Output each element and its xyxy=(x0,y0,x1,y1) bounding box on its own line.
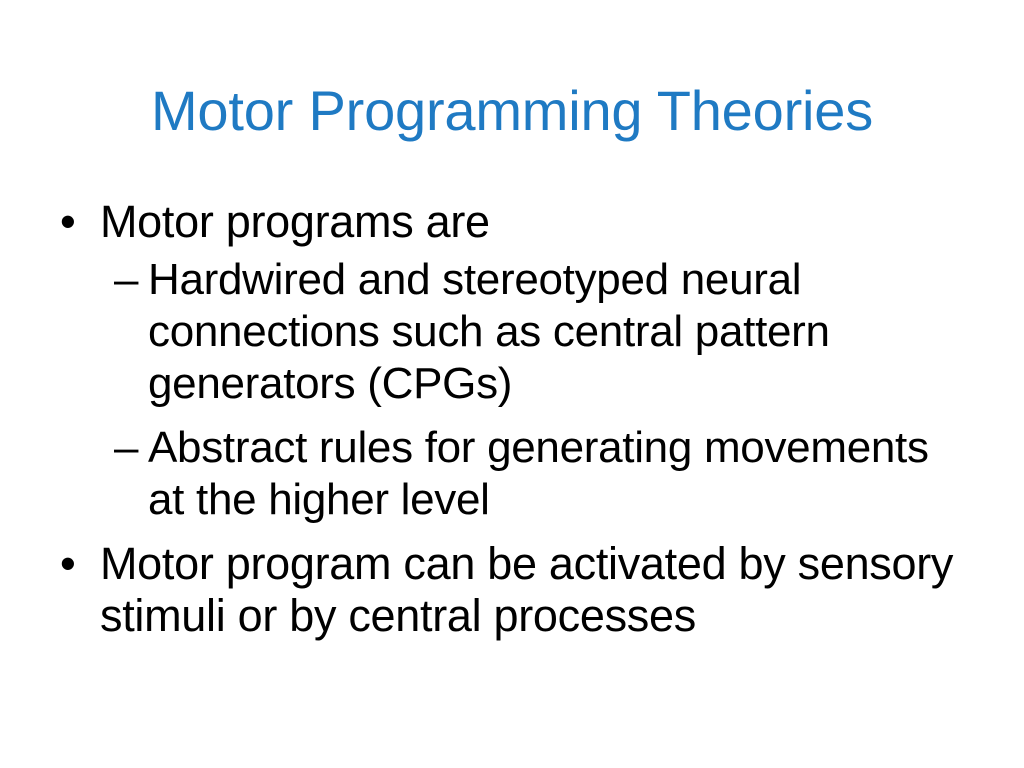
dash-marker-icon: – xyxy=(114,255,139,304)
spacer xyxy=(56,410,972,422)
bullet-item-level2: – Hardwired and stereotyped neural conne… xyxy=(114,254,972,410)
bullet-item-level1: • Motor programs are xyxy=(56,196,972,248)
bullet-marker-icon: • xyxy=(60,538,76,589)
spacer xyxy=(56,526,972,538)
bullet-text: Hardwired and stereotyped neural connect… xyxy=(148,255,830,408)
slide-title: Motor Programming Theories xyxy=(150,79,874,142)
bullet-item-level2: – Abstract rules for generating movement… xyxy=(114,422,972,526)
bullet-text: Abstract rules for generating movements … xyxy=(148,423,929,524)
slide-body-content: • Motor programs are – Hardwired and ste… xyxy=(56,196,972,642)
bullet-text: Motor program can be activated by sensor… xyxy=(100,538,954,641)
dash-marker-icon: – xyxy=(114,423,139,472)
bullet-marker-icon: • xyxy=(60,196,76,247)
bullet-item-level1: • Motor program can be activated by sens… xyxy=(56,538,972,642)
bullet-text: Motor programs are xyxy=(100,196,490,247)
